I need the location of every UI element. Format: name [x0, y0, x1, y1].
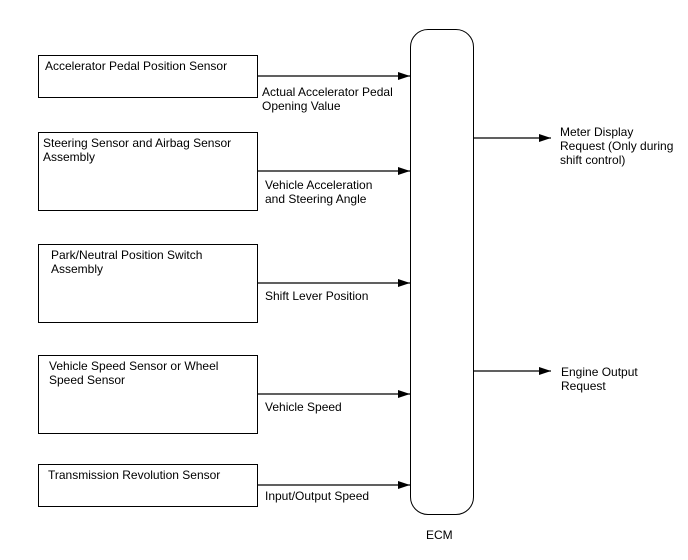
sensor-label: Transmission Revolution Sensor: [48, 468, 221, 482]
accelerator-pedal-sensor-box: Accelerator Pedal Position Sensor: [38, 55, 258, 98]
ecm-label: ECM: [426, 528, 453, 542]
sensor-label: Steering Sensor and Airbag Sensor Assemb…: [43, 136, 232, 164]
sensor-label: Park/Neutral Position Switch Assembly: [51, 248, 203, 276]
signal-label-vehicle-speed: Vehicle Speed: [265, 400, 342, 414]
signal-label-transmission: Input/Output Speed: [265, 489, 370, 503]
sensor-label: Accelerator Pedal Position Sensor: [45, 59, 228, 73]
park-neutral-switch-box: Park/Neutral Position Switch Assembly: [38, 244, 258, 323]
steering-sensor-box: Steering Sensor and Airbag Sensor Assemb…: [38, 132, 258, 211]
output-label-meter-display: Meter Display Request (Only during shift…: [560, 125, 674, 167]
signal-label-shift-position: Shift Lever Position: [265, 289, 369, 303]
output-label-engine-output: Engine Output Request: [561, 365, 638, 393]
transmission-revolution-sensor-box: Transmission Revolution Sensor: [38, 464, 258, 507]
vehicle-speed-sensor-box: Vehicle Speed Sensor or Wheel Speed Sens…: [38, 355, 258, 434]
signal-label-steering: Vehicle Acceleration and Steering Angle: [265, 178, 373, 206]
ecm-block: [410, 29, 474, 515]
signal-label-accelerator: Actual Accelerator Pedal Opening Value: [262, 85, 393, 113]
sensor-label: Vehicle Speed Sensor or Wheel Speed Sens…: [49, 359, 219, 387]
